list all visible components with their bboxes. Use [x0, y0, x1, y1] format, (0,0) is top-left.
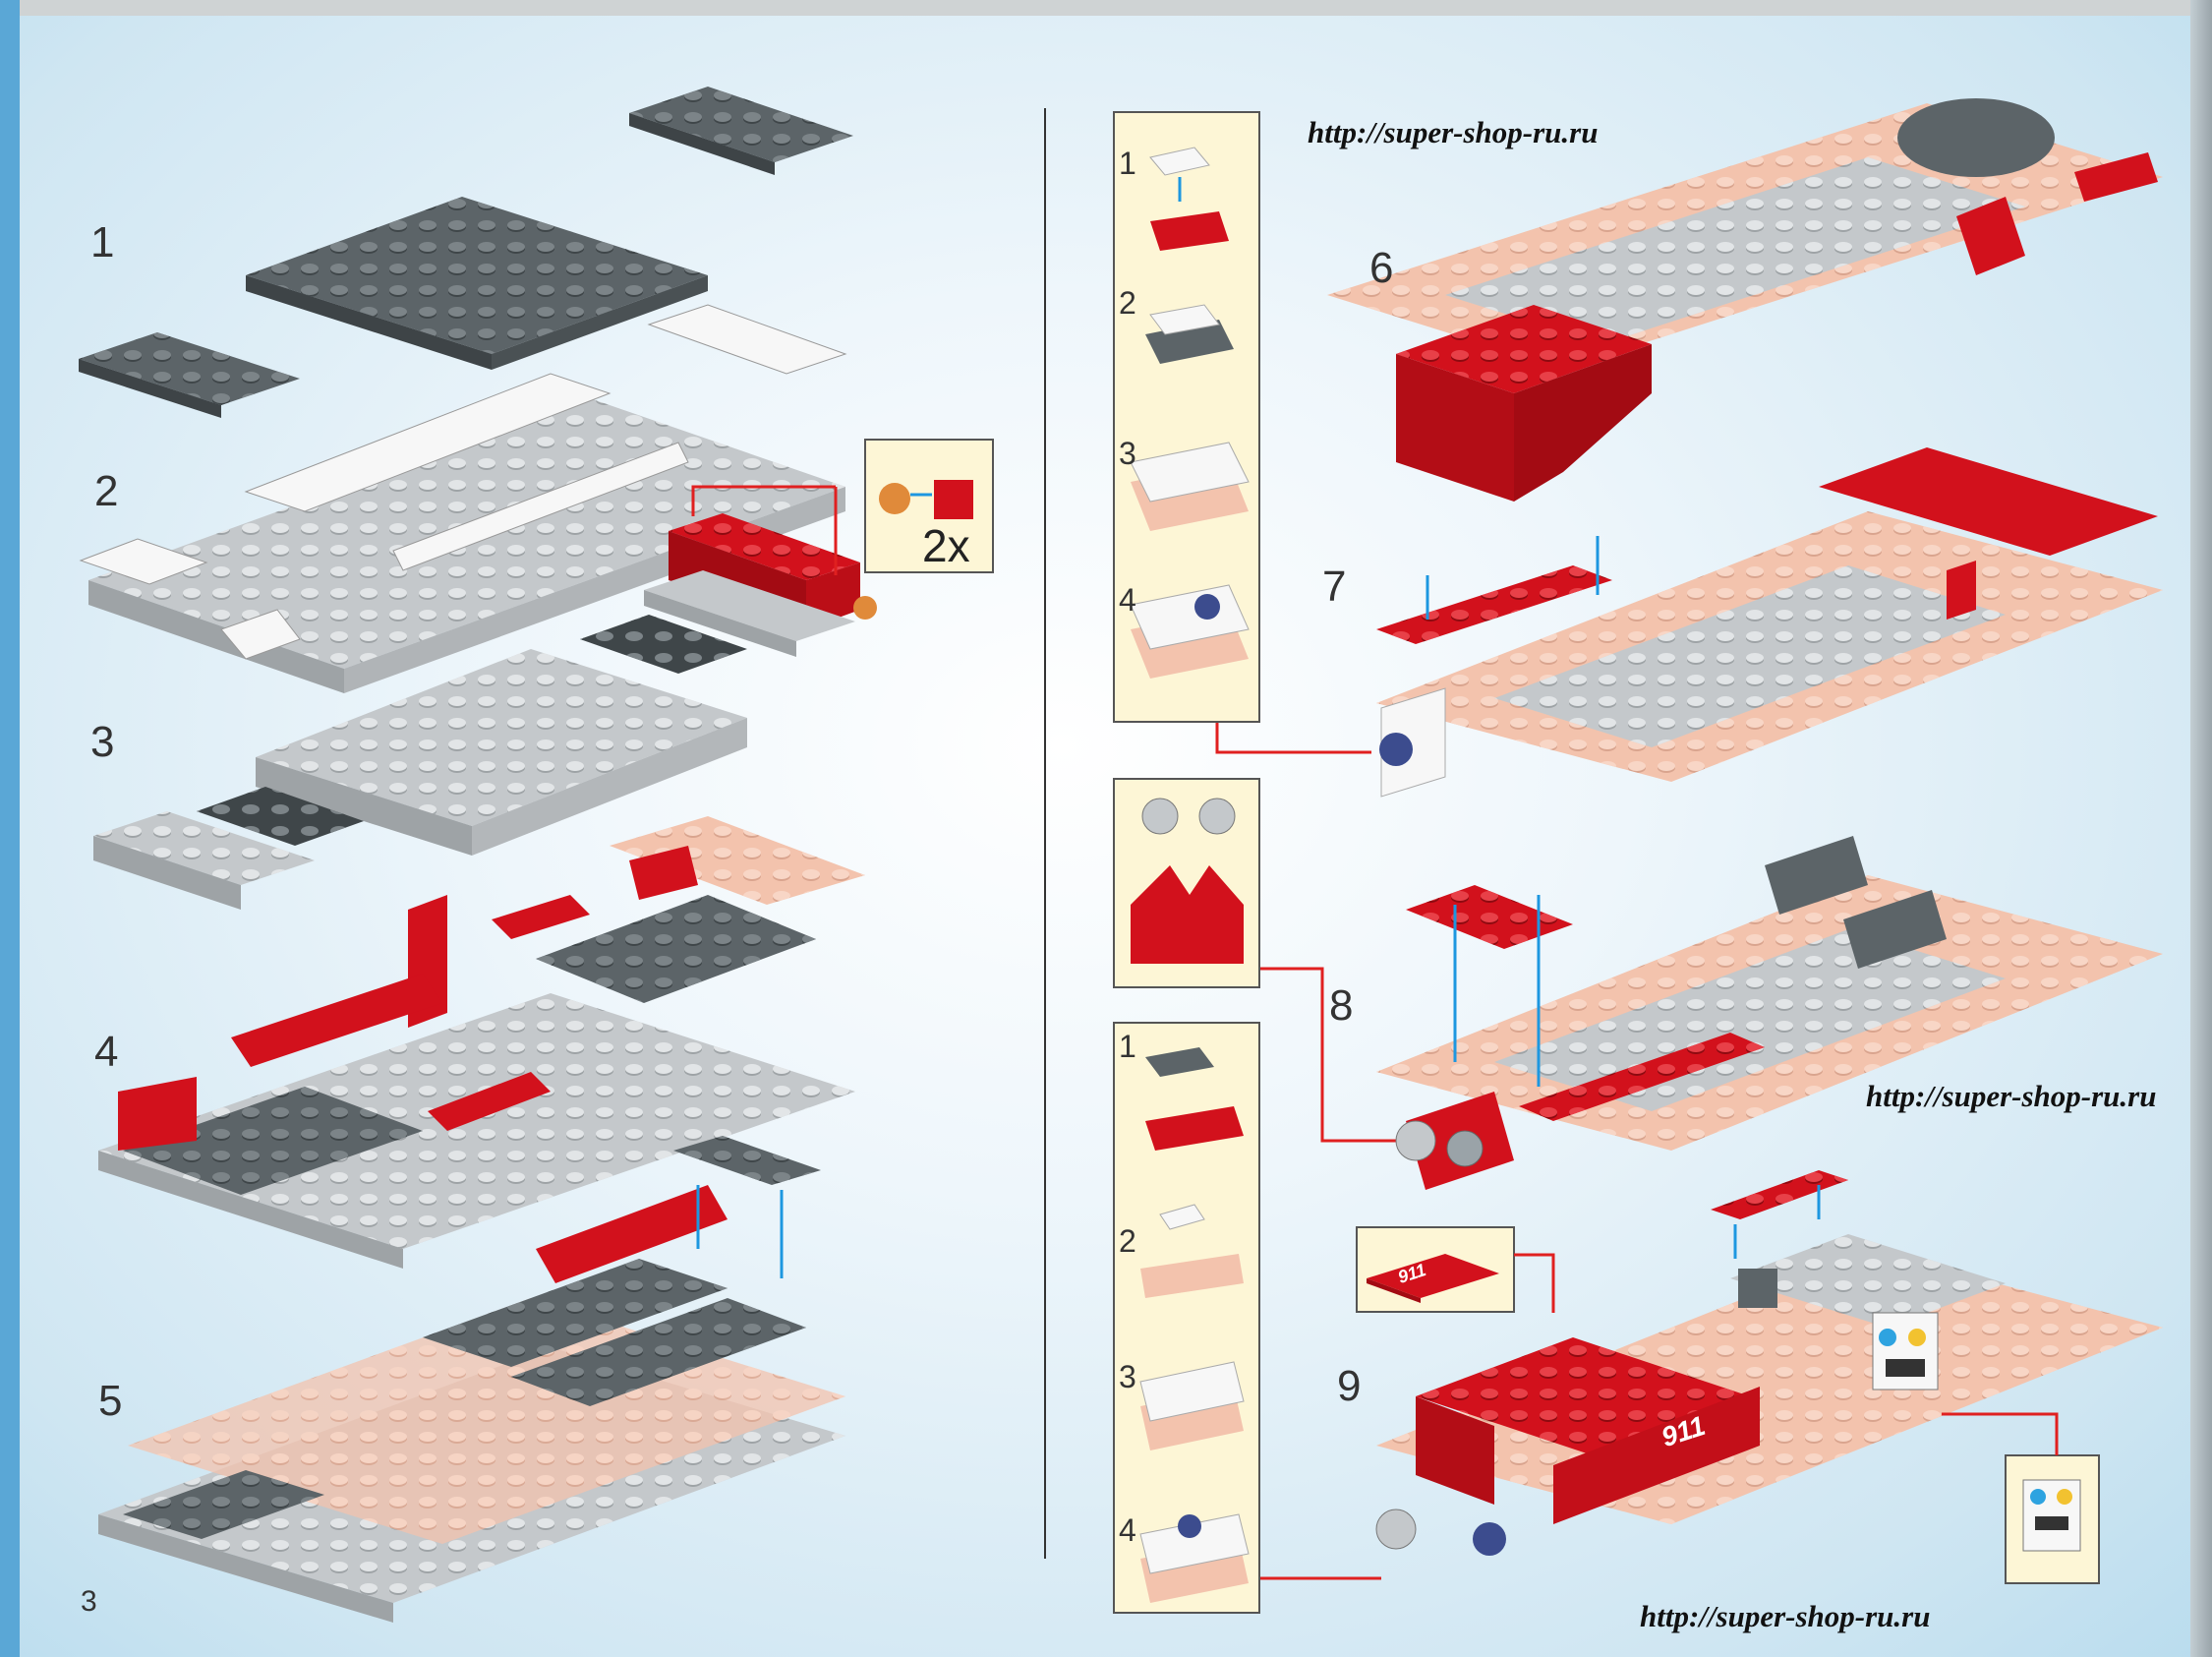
step9-art: [1356, 1170, 2163, 1584]
step-number-3: 3: [90, 718, 115, 766]
substep-b-3: 3: [1119, 1359, 1136, 1394]
step-number-2: 2: [94, 467, 119, 515]
watermark-bottom: http://super-shop-ru.ru: [1640, 1599, 1931, 1633]
step-number-5: 5: [98, 1377, 123, 1425]
step4-art: [98, 816, 865, 1269]
step-number-8: 8: [1329, 981, 1354, 1030]
substep-a-3: 3: [1119, 436, 1136, 471]
callout-pulley-art: [1113, 778, 1396, 1143]
top-band: [0, 0, 2212, 16]
left-binding-edge: [0, 0, 20, 1657]
step5-art: [98, 1136, 845, 1623]
substep-b-1: 1: [1119, 1029, 1136, 1064]
step-number-6: 6: [1369, 244, 1394, 292]
watermark-top: http://super-shop-ru.ru: [1308, 115, 1599, 149]
step6-art: [1327, 98, 2163, 502]
callout-b-art: [1113, 1022, 1381, 1614]
step-number-7: 7: [1322, 562, 1347, 611]
step-number-1: 1: [90, 218, 115, 266]
page-divider: [1044, 108, 1046, 1559]
step3-art: [93, 615, 747, 910]
watermark-middle: http://super-shop-ru.ru: [1866, 1079, 2157, 1113]
step7-art: [1376, 447, 2163, 798]
substep-b-4: 4: [1119, 1512, 1136, 1548]
substep-a-1: 1: [1119, 146, 1136, 181]
step8-art: [1376, 836, 2163, 1190]
step-number-4: 4: [94, 1028, 119, 1076]
right-binding-edge: [2190, 0, 2212, 1657]
callout-a-art: [1113, 111, 1371, 754]
quantity-label: 2x: [922, 520, 970, 571]
substep-b-2: 2: [1119, 1223, 1136, 1259]
step1-art: [79, 87, 853, 418]
substep-a-2: 2: [1119, 285, 1136, 321]
step-number-9: 9: [1337, 1362, 1362, 1410]
substep-a-4: 4: [1119, 582, 1136, 618]
step2-art: [79, 304, 994, 693]
page-number: 3: [81, 1585, 97, 1618]
